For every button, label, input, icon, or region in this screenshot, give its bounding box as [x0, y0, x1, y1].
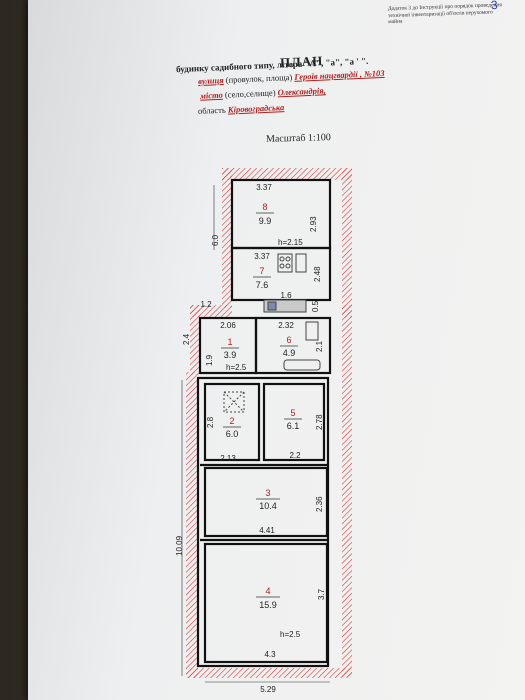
furnace-icon: [223, 391, 245, 413]
toilet-icon: [305, 321, 319, 341]
burner-icon: [285, 263, 291, 269]
dim-room8-depth: 2.93: [309, 216, 318, 232]
room-6-number: 6: [286, 335, 291, 345]
burner-icon: [285, 256, 291, 262]
room-2-number: 2: [229, 416, 234, 426]
dim-small-05: 0.5: [311, 300, 320, 312]
room-1-number: 1: [227, 337, 232, 347]
dim-left-6: 6.0: [211, 234, 220, 246]
dim-h-25-bottom: h=2.5: [280, 630, 301, 639]
room-5-number: 5: [290, 408, 295, 418]
room-labels: 8 9.9 7 7.6 1 3.9 6 4.9 2 6.0 5 6.1 3 10…: [221, 202, 302, 610]
dim-left-24: 2.4: [182, 333, 191, 345]
dimension-labels: 3.37 2.93 6.0 h=2.15 3.37 2.48 1.6 0.5 1…: [175, 183, 326, 694]
dimension-lines: [181, 185, 330, 683]
room-7-number: 7: [259, 266, 264, 276]
dim-room6-width: 2.32: [278, 321, 294, 330]
dim-room8-width: 3.37: [256, 183, 272, 192]
room-5-area: 6.1: [287, 421, 300, 431]
room-4-area: 15.9: [259, 600, 277, 610]
dim-room4-depth: 3.7: [317, 588, 326, 600]
room-6-area: 4.9: [283, 348, 296, 358]
paper-sheet: Додаток 3 до Інструкції про порядок пров…: [28, 0, 525, 700]
room-8-number: 8: [262, 202, 267, 212]
dim-room5-depth: 2.78: [315, 414, 324, 430]
dim-room3-width: 4.41: [259, 526, 275, 535]
bathtub-icon: [283, 359, 321, 371]
dim-total-width: 5.29: [260, 685, 276, 694]
meter-icon: [267, 301, 277, 311]
room-3-area: 10.4: [259, 501, 277, 511]
wall-hatching: [186, 168, 352, 678]
dim-room6-depth: 2.1: [315, 340, 324, 352]
burner-icon: [279, 263, 285, 269]
fixtures: [223, 253, 321, 413]
dim-room1-depth: 1.9: [205, 354, 214, 366]
walls: [196, 178, 332, 668]
dim-room7-width: 3.37: [254, 252, 270, 261]
dim-room2-depth: 2.8: [206, 416, 215, 428]
room-1-area: 3.9: [224, 350, 237, 360]
room-4-number: 4: [265, 586, 270, 596]
dim-h-215: h=2.15: [278, 238, 303, 247]
room-2-area: 6.0: [226, 429, 239, 439]
stove-icon: [277, 253, 293, 273]
room-3-number: 3: [265, 488, 270, 498]
burner-icon: [279, 256, 285, 262]
dim-room7-depth: 2.48: [313, 266, 322, 282]
dim-h-25-top: h=2.5: [226, 363, 247, 372]
dim-room1-width: 2.06: [220, 321, 236, 330]
dim-total-length: 10.09: [175, 535, 184, 556]
dim-small-16: 1.6: [280, 291, 292, 300]
dim-room5-width: 2.2: [289, 451, 301, 460]
room-7-area: 7.6: [256, 280, 269, 290]
room-8-area: 9.9: [259, 216, 272, 226]
dim-room4-width: 4.3: [264, 650, 276, 659]
dim-room3-depth: 2.36: [315, 496, 324, 512]
dim-room2-width: 2.13: [220, 454, 236, 463]
sink-icon: [295, 253, 307, 273]
dim-ext-12: 1.2: [200, 300, 212, 309]
